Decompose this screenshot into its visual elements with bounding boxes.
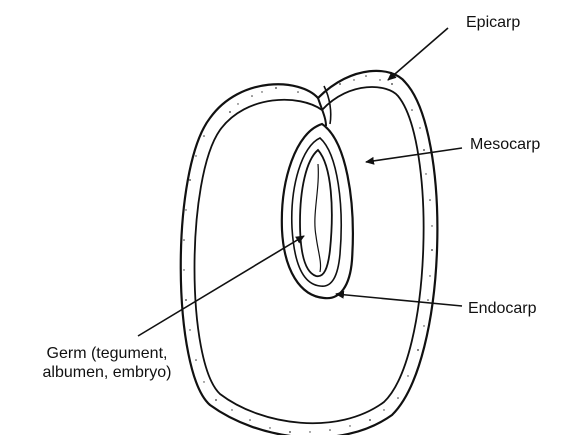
arrow-epicarp — [388, 28, 448, 80]
germ-label-line2: albumen, embryo) — [12, 363, 202, 382]
germ-label: Germ (tegument, albumen, embryo) — [12, 344, 202, 382]
epicarp-label: Epicarp — [466, 13, 520, 32]
mesocarp-label: Mesocarp — [470, 135, 540, 154]
germ-label-line1: Germ (tegument, — [12, 344, 202, 363]
endocarp-label: Endocarp — [468, 299, 537, 318]
